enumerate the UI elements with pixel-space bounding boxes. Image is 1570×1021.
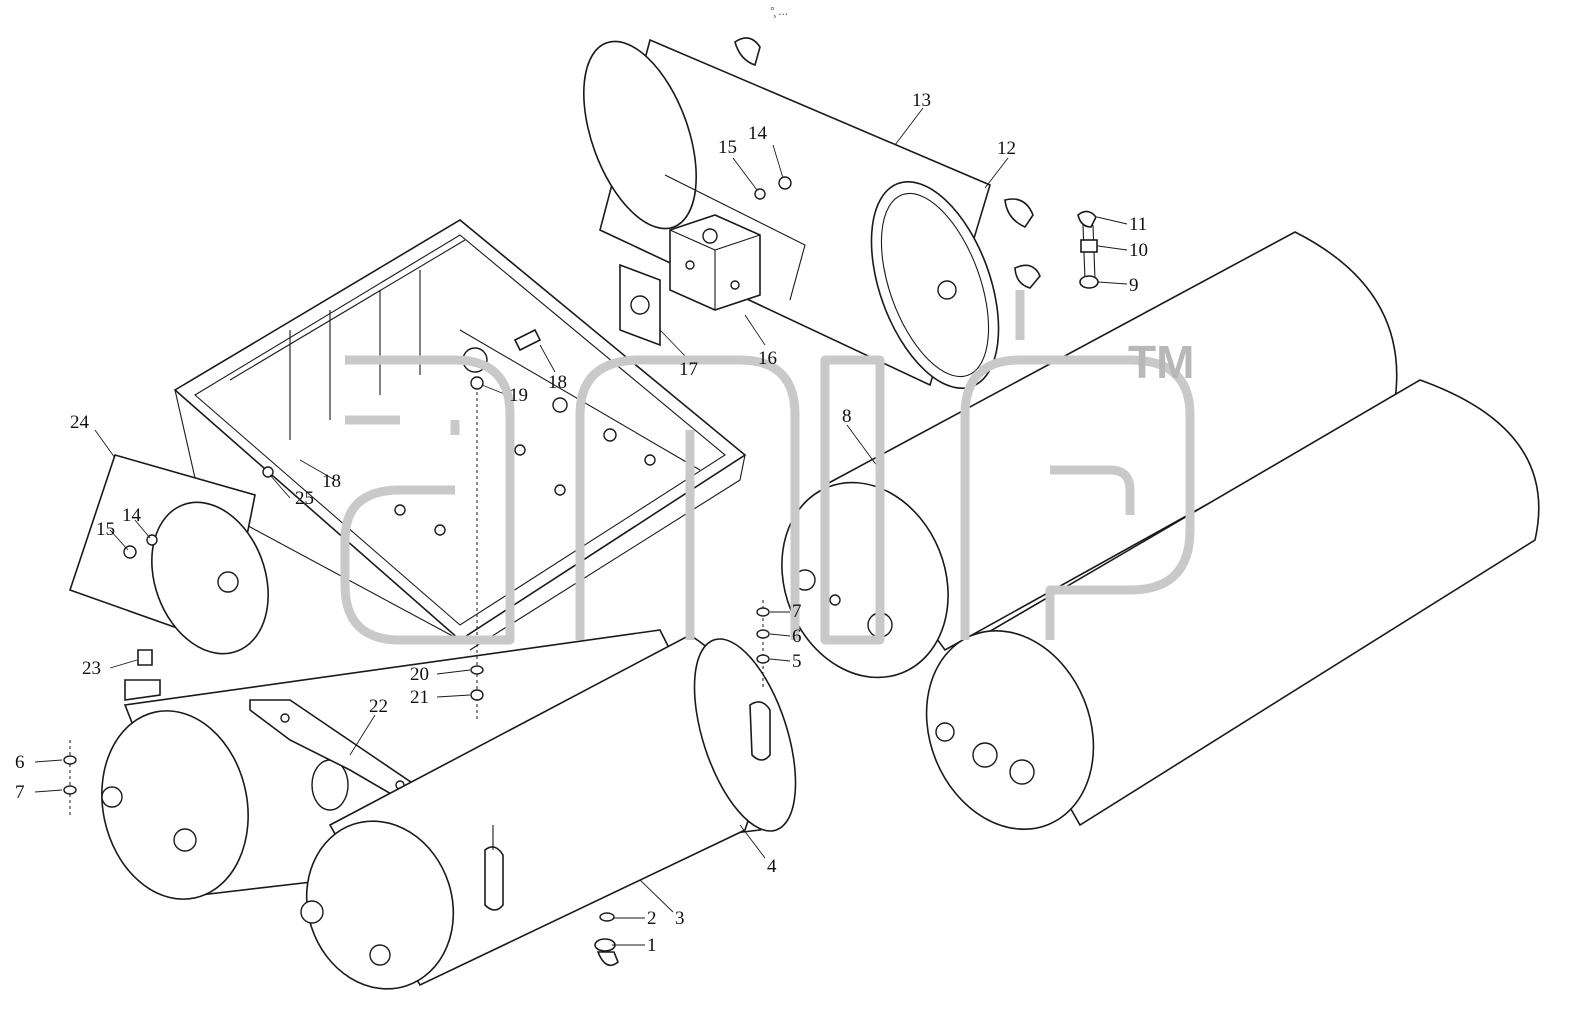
tank-3 bbox=[300, 634, 797, 990]
callout-21: 21 bbox=[410, 687, 429, 708]
callout-10: 10 bbox=[1129, 240, 1148, 261]
callout-11: 11 bbox=[1129, 214, 1147, 235]
top-marks: °̧ ... bbox=[770, 4, 788, 18]
watermark: TM bbox=[340, 290, 1195, 645]
callout-7: 7 bbox=[792, 601, 802, 622]
callout-8: 8 bbox=[842, 406, 852, 427]
trademark-mark: TM bbox=[1128, 336, 1194, 388]
callout-19: 19 bbox=[509, 385, 528, 406]
callout-25: 25 bbox=[295, 488, 314, 509]
tank-24 bbox=[68, 454, 269, 655]
callout-17: 17 bbox=[679, 359, 698, 380]
callout-6: 6 bbox=[792, 626, 802, 647]
callout-9: 9 bbox=[1129, 275, 1139, 296]
callout-1: 1 bbox=[647, 935, 657, 956]
callout-24: 24 bbox=[70, 412, 90, 433]
callout-20: 20 bbox=[410, 664, 429, 685]
callout-13: 13 bbox=[912, 90, 931, 111]
callout-5: 5 bbox=[792, 651, 802, 672]
callout-18-lower: 18 bbox=[322, 471, 341, 492]
bracket-16 bbox=[664, 174, 806, 311]
callout-18-upper: 18 bbox=[548, 372, 567, 393]
callout-labels: 1 2 3 4 5 6 7 8 9 10 11 12 13 14 15 16 1… bbox=[15, 90, 1148, 956]
tank-13 bbox=[583, 37, 1041, 390]
plate-17 bbox=[619, 263, 661, 347]
callout-6-left: 6 bbox=[15, 752, 25, 773]
callout-2: 2 bbox=[647, 908, 657, 929]
hardware bbox=[63, 176, 792, 815]
callout-12: 12 bbox=[997, 138, 1016, 159]
callout-15-top: 15 bbox=[718, 137, 737, 158]
callout-16: 16 bbox=[758, 348, 777, 369]
callout-4: 4 bbox=[767, 856, 777, 877]
tank-far-right bbox=[925, 379, 1540, 831]
callout-14-top: 14 bbox=[748, 123, 768, 144]
callout-22: 22 bbox=[369, 696, 388, 717]
callout-14-left: 14 bbox=[122, 505, 142, 526]
callout-23: 23 bbox=[82, 658, 101, 679]
drain-valve-1 bbox=[594, 912, 619, 967]
hose-assembly bbox=[1077, 210, 1099, 289]
leader-lines bbox=[34, 107, 1128, 946]
strap-22 bbox=[249, 699, 432, 806]
callout-3: 3 bbox=[675, 908, 685, 929]
callout-7-left: 7 bbox=[15, 782, 25, 803]
callout-15-left: 15 bbox=[96, 519, 115, 540]
